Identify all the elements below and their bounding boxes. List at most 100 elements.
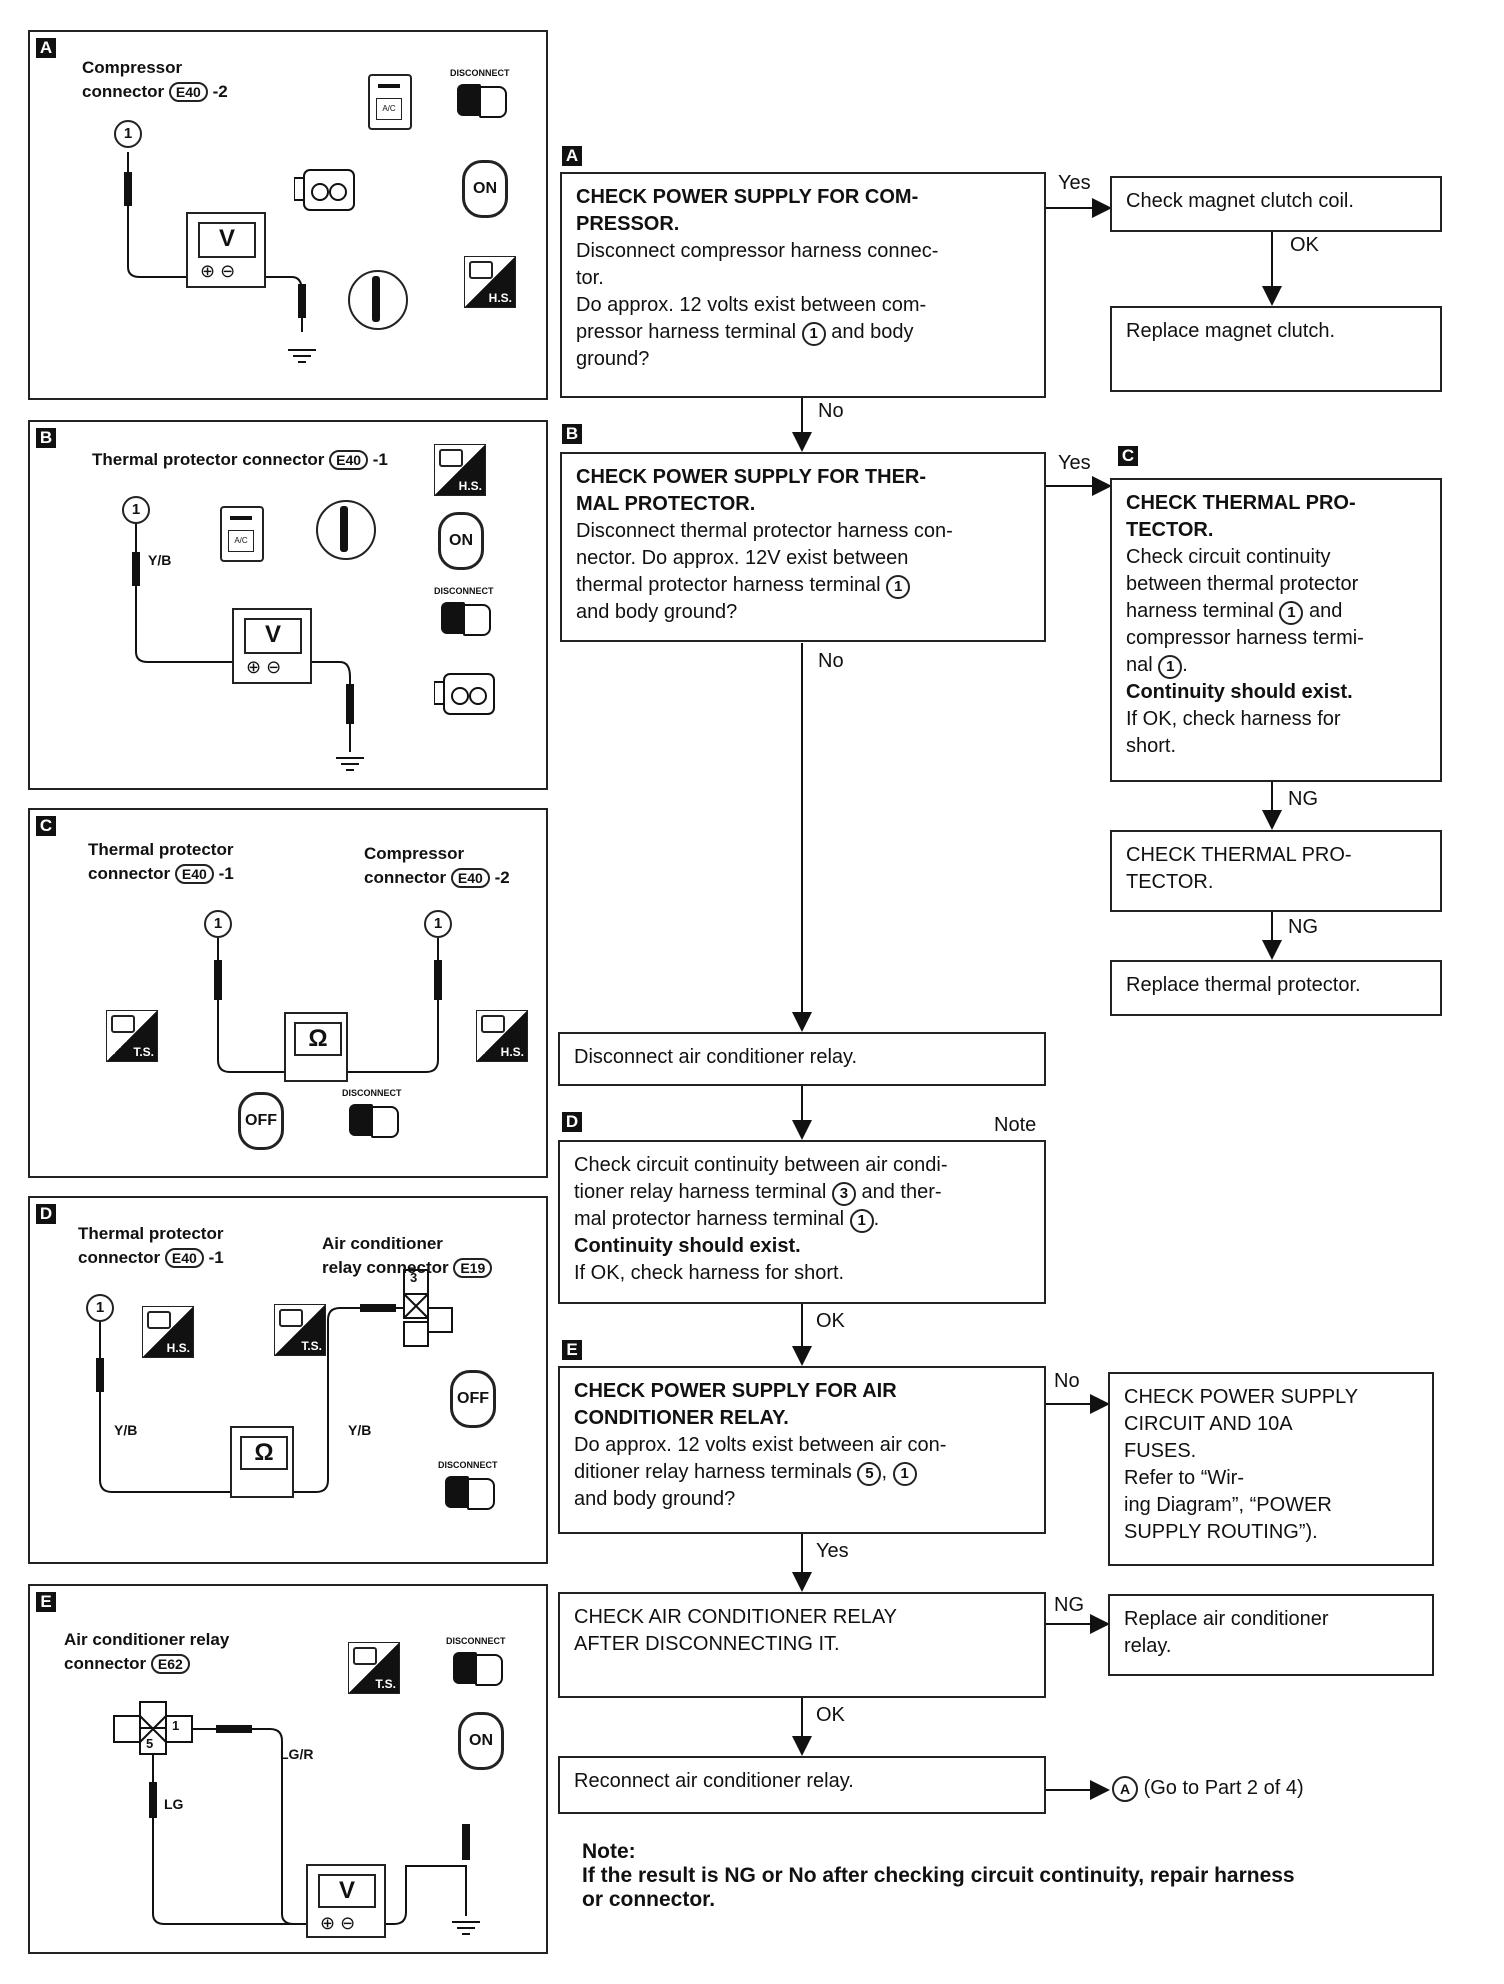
- terminal-badge: 5: [857, 1462, 882, 1486]
- diagram-panel-e: E Air conditioner relay connector E62 1 …: [28, 1584, 548, 1954]
- flow-tag-b: B: [562, 424, 582, 444]
- engine-icon: [434, 673, 495, 715]
- relay-terminal-3: 3: [410, 1270, 418, 1285]
- check-compressor-power-box: CHECK POWER SUPPLY FOR COM- PRESSOR. Dis…: [560, 172, 1046, 398]
- no-label-b: No: [818, 650, 844, 672]
- ignition-off-icon: OFF: [238, 1092, 284, 1150]
- check-thermal-protector-box: CHECK THERMAL PRO- TECTOR.: [1110, 830, 1442, 912]
- terminal-1-thermal: 1: [204, 910, 232, 938]
- yes-label-b: Yes: [1058, 452, 1091, 474]
- ignition-on-icon: ON: [462, 160, 508, 218]
- meter-terminals: ⊕ ⊖: [246, 657, 282, 677]
- panel-tag-a: A: [36, 38, 56, 58]
- ac-switch-icon: A/C: [368, 74, 412, 130]
- terminal-badge: 3: [831, 1182, 856, 1206]
- meter-display: V: [318, 1874, 376, 1908]
- ignition-on-icon: ON: [458, 1712, 504, 1770]
- relay-connector-label: Air conditioner relay connector E19: [322, 1232, 493, 1280]
- hs-icon: H.S.: [464, 256, 516, 308]
- terminal-badge: 1: [892, 1462, 917, 1486]
- wire-color-yb: Y/B: [148, 552, 172, 568]
- thermal-protector-connector-label: Thermal protector connector E40 -1: [78, 1224, 224, 1268]
- disconnect-icon: DISCONNECT: [450, 68, 510, 120]
- no-label-e: No: [1054, 1370, 1080, 1392]
- replace-magnet-clutch-box: Replace magnet clutch.: [1110, 306, 1442, 392]
- check-relay-power-box: CHECK POWER SUPPLY FOR AIR CONDITIONER R…: [558, 1366, 1046, 1534]
- terminal-badge: 1: [801, 322, 826, 346]
- connector-badge: E40: [164, 1248, 204, 1268]
- flow-tag-e: E: [562, 1340, 582, 1360]
- voltmeter: V ⊕ ⊖: [232, 608, 312, 684]
- terminal-badge: 1: [1279, 601, 1304, 625]
- replace-relay-box: Replace air conditioner relay.: [1108, 1594, 1434, 1676]
- note-marker: Note: [994, 1114, 1037, 1136]
- diagram-panel-a: A Compressor connector E40 -2 1 V ⊕ ⊖ A/…: [28, 30, 548, 400]
- flow-tag-d: D: [562, 1112, 582, 1132]
- check-thermal-protector-power-box: CHECK POWER SUPPLY FOR THER- MAL PROTECT…: [560, 452, 1046, 642]
- fan-knob-icon: [348, 270, 408, 330]
- connector-badge: E40: [174, 864, 214, 884]
- connector-badge: E40: [450, 868, 490, 888]
- ng-label-c: NG: [1288, 788, 1318, 810]
- diagram-panel-d: D Thermal protector connector E40 -1 Air…: [28, 1196, 548, 1564]
- ts-icon: T.S.: [106, 1010, 158, 1062]
- connector-badge: E19: [453, 1258, 493, 1278]
- wire-color-lgr: LG/R: [280, 1746, 314, 1762]
- disconnect-icon: DISCONNECT: [438, 1460, 498, 1512]
- panel-tag-d: D: [36, 1204, 56, 1224]
- meter-display: V: [198, 222, 256, 258]
- note-line-2: or connector.: [582, 1888, 716, 1911]
- flow-tag-c: C: [1118, 446, 1138, 466]
- ng-label-relay: NG: [1054, 1594, 1084, 1616]
- ok-label-relay: OK: [816, 1704, 845, 1726]
- yes-label-a: Yes: [1058, 172, 1091, 194]
- ok-label-d: OK: [816, 1310, 845, 1332]
- panel-a-wiring: [124, 152, 316, 363]
- thermal-protector-connector-label: Thermal protector connector E40 -1: [88, 840, 234, 884]
- disconnect-icon: DISCONNECT: [446, 1636, 506, 1688]
- engine-icon: [294, 169, 355, 211]
- terminal-1: 1: [114, 120, 142, 148]
- terminal-1: 1: [86, 1294, 114, 1322]
- compressor-connector-label: Compressor connector E40 -2: [82, 58, 228, 102]
- relay-terminal-1: 1: [172, 1718, 180, 1733]
- note-section: Note: If the result is NG or No after ch…: [582, 1840, 1295, 1912]
- check-thermal-protector-continuity-box: CHECK THERMAL PRO- TECTOR. Check circuit…: [1110, 478, 1442, 782]
- ac-switch-icon: A/C: [220, 506, 264, 562]
- check-relay-box: CHECK AIR CONDITIONER RELAY AFTER DISCON…: [558, 1592, 1046, 1698]
- ohmmeter: Ω: [284, 1012, 348, 1082]
- panel-b-wiring: [132, 522, 364, 771]
- panel-d-wiring: [96, 1269, 453, 1493]
- meter-display: Ω: [240, 1436, 288, 1470]
- panel-tag-c: C: [36, 816, 56, 836]
- no-label-a: No: [818, 400, 844, 422]
- terminal-badge: 1: [849, 1209, 874, 1233]
- meter-display: Ω: [294, 1022, 342, 1056]
- ohmmeter: Ω: [230, 1426, 294, 1498]
- hs-icon: H.S.: [476, 1010, 528, 1062]
- goto-part-2-link[interactable]: A (Go to Part 2 of 4): [1112, 1776, 1304, 1802]
- diagram-panel-b: B Thermal protector connector E40 -1 1 Y…: [28, 420, 548, 790]
- terminal-1: 1: [122, 496, 150, 524]
- disconnect-relay-box: Disconnect air conditioner relay.: [558, 1032, 1046, 1086]
- ts-icon: T.S.: [348, 1642, 400, 1694]
- yes-label-e: Yes: [816, 1540, 849, 1562]
- thermal-protector-connector-label: Thermal protector connector E40 -1: [92, 450, 388, 470]
- meter-terminals: ⊕ ⊖: [320, 1913, 356, 1933]
- terminal-1-compressor: 1: [424, 910, 452, 938]
- wire-color-lg: LG: [164, 1796, 184, 1812]
- goto-symbol-icon: A: [1112, 1776, 1138, 1802]
- terminal-badge: 1: [1158, 655, 1183, 679]
- disconnect-icon: DISCONNECT: [342, 1088, 402, 1140]
- connector-badge: E40: [329, 450, 369, 470]
- hs-icon: H.S.: [142, 1306, 194, 1358]
- terminal-badge: 1: [886, 575, 911, 599]
- wire-color-yb-left: Y/B: [114, 1422, 138, 1438]
- meter-terminals: ⊕ ⊖: [200, 261, 236, 281]
- ts-icon: T.S.: [274, 1304, 326, 1356]
- ignition-on-icon: ON: [438, 512, 484, 570]
- voltmeter: V ⊕ ⊖: [186, 212, 266, 288]
- panel-tag-b: B: [36, 428, 56, 448]
- note-line-1: If the result is NG or No after checking…: [582, 1864, 1295, 1887]
- check-magnet-clutch-box: Check magnet clutch coil.: [1110, 176, 1442, 232]
